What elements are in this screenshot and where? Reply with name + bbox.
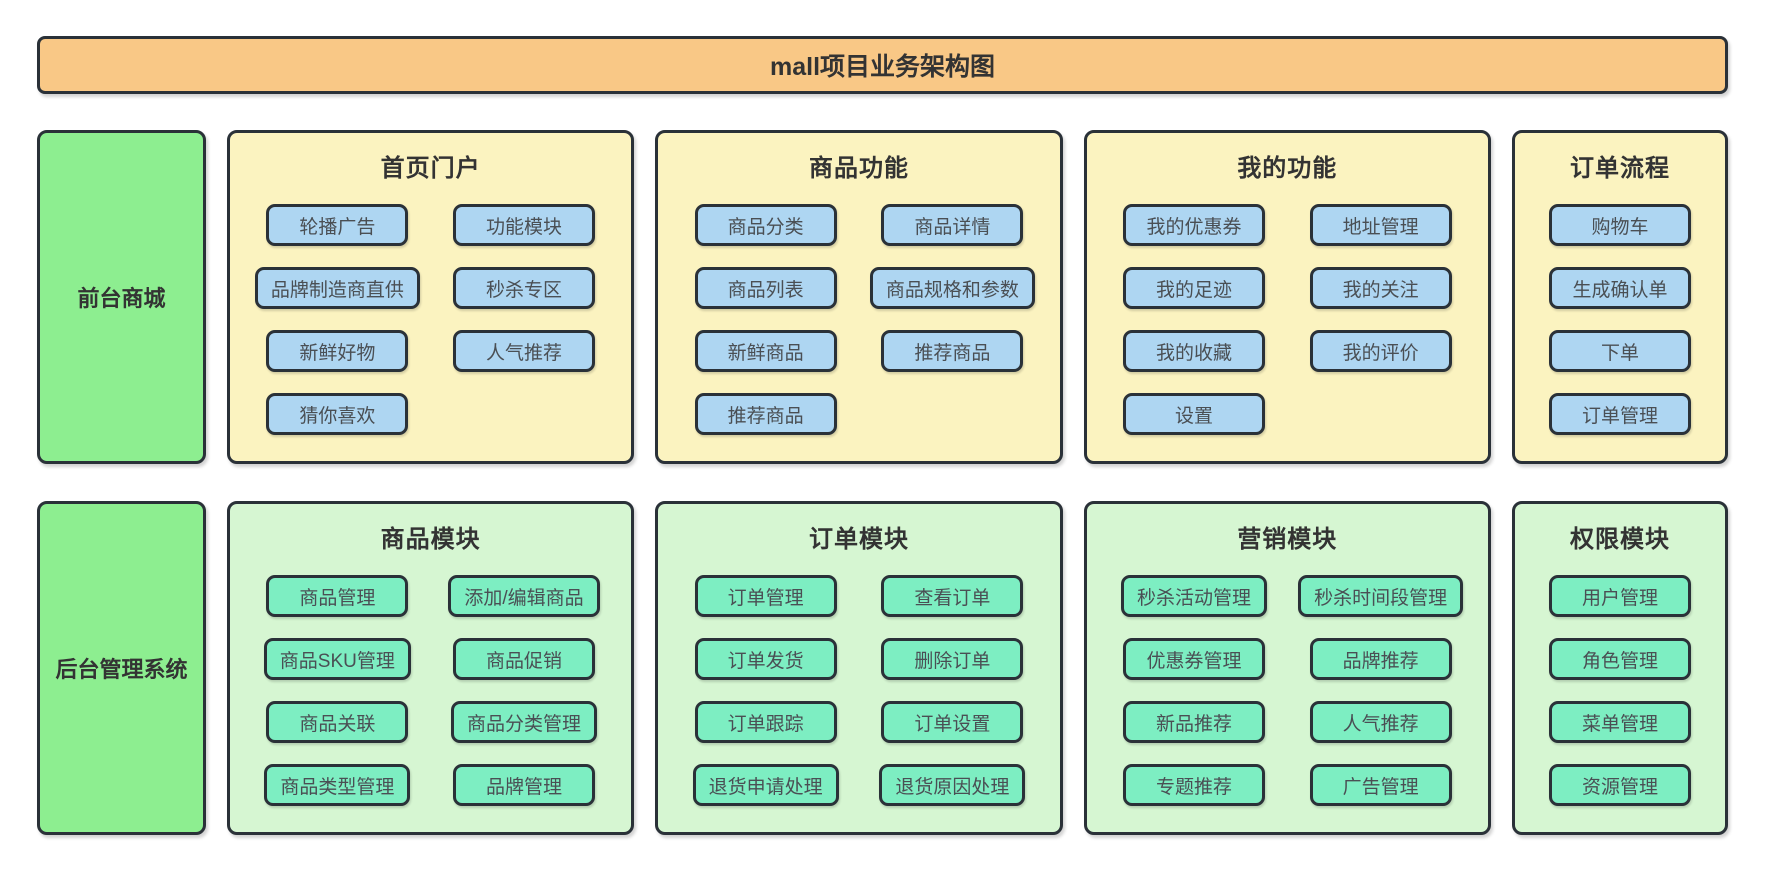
tier-row: 前台商城首页门户轮播广告品牌制造商直供新鲜好物猜你喜欢功能模块秒杀专区人气推荐商… [37,130,1728,464]
feature-node: 人气推荐 [1309,701,1452,743]
feature-node: 商品列表 [694,267,837,309]
feature-node: 我的收藏 [1122,330,1265,372]
feature-node: 轮播广告 [266,204,409,246]
module-panel: 商品功能商品分类商品列表新鲜商品推荐商品商品详情商品规格和参数推荐商品 [655,130,1063,464]
module-panel-title: 我的功能 [1237,155,1338,182]
feature-node: 新鲜商品 [694,330,837,372]
feature-node: 退货原因处理 [879,764,1026,806]
feature-node: 猜你喜欢 [266,393,409,435]
feature-node: 退货申请处理 [692,764,839,806]
tier-container: 前台商城首页门户轮播广告品牌制造商直供新鲜好物猜你喜欢功能模块秒杀专区人气推荐商… [37,130,1728,835]
module-panel-body: 用户管理角色管理菜单管理资源管理 [1529,575,1711,806]
feature-node: 生成确认单 [1548,267,1691,309]
feature-node: 地址管理 [1309,204,1452,246]
module-panel-body: 轮播广告品牌制造商直供新鲜好物猜你喜欢功能模块秒杀专区人气推荐 [244,204,617,435]
feature-node: 订单发货 [694,638,837,680]
module-panel: 首页门户轮播广告品牌制造商直供新鲜好物猜你喜欢功能模块秒杀专区人气推荐 [227,130,635,464]
feature-node: 我的关注 [1309,267,1452,309]
diagram-title: mall项目业务架构图 [769,53,996,81]
feature-node: 品牌推荐 [1309,638,1452,680]
feature-node: 推荐商品 [881,330,1024,372]
feature-node: 商品详情 [881,204,1024,246]
feature-node: 我的足迹 [1122,267,1265,309]
tier-label: 前台商城 [37,130,206,464]
feature-node: 品牌管理 [453,764,595,806]
feature-node: 添加/编辑商品 [448,575,600,617]
panel-column: 功能模块秒杀专区人气推荐 [431,204,618,435]
module-panel-body: 商品管理商品SKU管理商品关联商品类型管理添加/编辑商品商品促销商品分类管理品牌… [244,575,617,806]
feature-node: 功能模块 [453,204,595,246]
module-panel: 我的功能我的优惠券我的足迹我的收藏设置地址管理我的关注我的评价 [1083,130,1491,464]
feature-node: 商品类型管理 [264,764,411,806]
module-panel: 订单模块订单管理订单发货订单跟踪退货申请处理查看订单删除订单订单设置退货原因处理 [655,501,1063,835]
module-panel-body: 秒杀活动管理优惠券管理新品推荐专题推荐秒杀时间段管理品牌推荐人气推荐广告管理 [1101,575,1474,806]
feature-node: 设置 [1122,393,1265,435]
feature-node: 购物车 [1548,204,1691,246]
panel-column: 商品管理商品SKU管理商品关联商品类型管理 [244,575,431,806]
feature-node: 商品SKU管理 [263,638,411,680]
tier-row: 后台管理系统商品模块商品管理商品SKU管理商品关联商品类型管理添加/编辑商品商品… [37,501,1728,835]
feature-node: 用户管理 [1548,575,1691,617]
module-panel-body: 购物车生成确认单下单订单管理 [1529,204,1711,435]
feature-node: 我的优惠券 [1122,204,1265,246]
panel-column: 购物车生成确认单下单订单管理 [1529,204,1711,435]
panel-column: 地址管理我的关注我的评价 [1287,204,1474,435]
module-panel-body: 我的优惠券我的足迹我的收藏设置地址管理我的关注我的评价 [1101,204,1474,435]
diagram-canvas: mall项目业务架构图 前台商城首页门户轮播广告品牌制造商直供新鲜好物猜你喜欢功… [37,36,1728,835]
module-panel-body: 订单管理订单发货订单跟踪退货申请处理查看订单删除订单订单设置退货原因处理 [672,575,1045,806]
feature-node: 品牌制造商直供 [254,267,420,309]
panel-column: 轮播广告品牌制造商直供新鲜好物猜你喜欢 [244,204,431,435]
feature-node: 秒杀活动管理 [1120,575,1267,617]
feature-node: 资源管理 [1548,764,1691,806]
module-panel-title: 商品功能 [808,155,909,182]
module-panel-title: 订单流程 [1569,155,1670,182]
feature-node: 商品促销 [453,638,595,680]
feature-node: 商品关联 [266,701,409,743]
feature-node: 菜单管理 [1548,701,1691,743]
feature-node: 下单 [1548,330,1691,372]
feature-node: 推荐商品 [694,393,837,435]
panel-column: 商品分类商品列表新鲜商品推荐商品 [672,204,859,435]
feature-node: 专题推荐 [1122,764,1265,806]
module-panel-title: 商品模块 [380,526,481,553]
panel-column: 秒杀时间段管理品牌推荐人气推荐广告管理 [1287,575,1474,806]
panel-column: 秒杀活动管理优惠券管理新品推荐专题推荐 [1101,575,1288,806]
feature-node: 删除订单 [881,638,1024,680]
feature-node: 订单跟踪 [694,701,837,743]
panel-column: 我的优惠券我的足迹我的收藏设置 [1101,204,1288,435]
feature-node: 我的评价 [1309,330,1452,372]
feature-node: 订单管理 [1548,393,1691,435]
feature-node: 订单管理 [694,575,837,617]
feature-node: 查看订单 [881,575,1024,617]
module-panel-title: 首页门户 [380,155,481,182]
feature-node: 商品管理 [266,575,409,617]
feature-node: 人气推荐 [453,330,595,372]
feature-node: 商品分类管理 [451,701,598,743]
panel-column: 查看订单删除订单订单设置退货原因处理 [859,575,1046,806]
feature-node: 角色管理 [1548,638,1691,680]
panel-column: 添加/编辑商品商品促销商品分类管理品牌管理 [431,575,618,806]
panel-column: 商品详情商品规格和参数推荐商品 [859,204,1046,435]
panel-column: 用户管理角色管理菜单管理资源管理 [1529,575,1711,806]
module-panel: 商品模块商品管理商品SKU管理商品关联商品类型管理添加/编辑商品商品促销商品分类… [227,501,635,835]
module-panel-title: 权限模块 [1569,526,1670,553]
feature-node: 新品推荐 [1122,701,1265,743]
module-panel: 订单流程购物车生成确认单下单订单管理 [1511,130,1728,464]
feature-node: 广告管理 [1309,764,1452,806]
panel-column: 订单管理订单发货订单跟踪退货申请处理 [672,575,859,806]
module-panel: 营销模块秒杀活动管理优惠券管理新品推荐专题推荐秒杀时间段管理品牌推荐人气推荐广告… [1083,501,1491,835]
feature-node: 商品分类 [694,204,837,246]
feature-node: 优惠券管理 [1122,638,1265,680]
feature-node: 秒杀时间段管理 [1298,575,1464,617]
feature-node: 秒杀专区 [453,267,595,309]
diagram-title-banner: mall项目业务架构图 [37,36,1728,94]
tier-label: 后台管理系统 [37,501,206,835]
feature-node: 订单设置 [881,701,1024,743]
module-panel-title: 订单模块 [808,526,909,553]
module-panel: 权限模块用户管理角色管理菜单管理资源管理 [1511,501,1728,835]
feature-node: 新鲜好物 [266,330,409,372]
feature-node: 商品规格和参数 [869,267,1035,309]
module-panel-title: 营销模块 [1237,526,1338,553]
module-panel-body: 商品分类商品列表新鲜商品推荐商品商品详情商品规格和参数推荐商品 [672,204,1045,435]
